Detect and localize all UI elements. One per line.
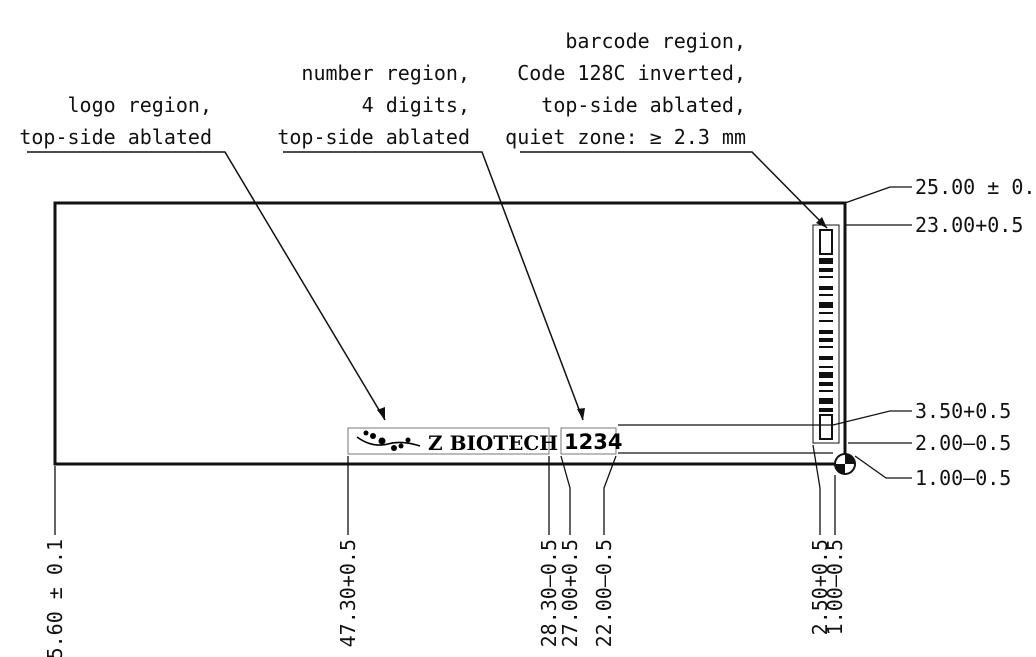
barcode-bar (819, 302, 833, 308)
barcode-bar (819, 398, 833, 404)
logo-callout-leader (27, 151, 386, 421)
barcode-callout-line: quiet zone: ≥ 2.3 mm (505, 125, 746, 149)
dimension-label: 1.00–0.5 (823, 539, 847, 635)
barcode-bar (819, 294, 833, 296)
barcode-bar (819, 286, 833, 290)
dimension-label: 27.00+0.5 (558, 539, 582, 647)
barcode-bar (819, 390, 833, 392)
barcode-bar (819, 346, 833, 348)
barcode-bar (819, 366, 833, 368)
barcode-bar (819, 330, 833, 334)
barcode-bar (819, 408, 833, 412)
number-callout-leader (283, 151, 584, 421)
barcode-callout-line: barcode region, (565, 29, 746, 53)
barcode-callout-leader (520, 151, 828, 229)
dimension-label: 22.00–0.5 (592, 539, 616, 647)
barcode-callout: barcode region, Code 128C inverted, top-… (505, 29, 746, 149)
dimension-label: 47.30+0.5 (336, 539, 360, 647)
callout-arrowheads (377, 217, 827, 420)
dimension-label: 1.00–0.5 (915, 466, 1011, 490)
dimension-label: 28.30–0.5 (537, 539, 561, 647)
number-callout-line: top-side ablated (277, 125, 470, 149)
barcode-bar (819, 258, 833, 264)
barcode-bar (819, 276, 833, 278)
logo-dots-icon (356, 430, 421, 451)
barcode-callout-line: top-side ablated, (541, 93, 746, 117)
dimension-label: 75.60 ± 0.1 (43, 539, 67, 657)
logo-callout: logo region, top-side ablated (19, 93, 212, 149)
logo-callout-line: logo region, (68, 93, 213, 117)
callout-leaders (27, 151, 828, 421)
barcode-callout-line: Code 128C inverted, (517, 61, 746, 85)
number-callout-line: number region, (301, 61, 470, 85)
logo-text: Z BIOTECH (428, 431, 558, 455)
dimension-label: 2.50+0.5 (808, 539, 832, 635)
number-callout: number region, 4 digits, top-side ablate… (277, 61, 470, 149)
bottom-dimensions: 75.60 ± 0.1 47.30+0.5 28.30–0.5 27.00+0.… (43, 539, 847, 657)
number-region: 1234 (560, 427, 622, 455)
number-text: 1234 (564, 430, 622, 454)
barcode-bars (819, 258, 833, 412)
barcode-bar (819, 356, 833, 360)
barcode-bar (819, 268, 833, 272)
dimension-label: 2.00–0.5 (915, 431, 1011, 455)
barcode-stop-block (819, 414, 833, 440)
bottom-dimension-leaders (54, 444, 836, 535)
barcode-start-block (819, 229, 833, 255)
logo-callout-line: top-side ablated (19, 125, 212, 149)
barcode-bar (819, 320, 833, 322)
dimension-label: 23.00+0.5 (915, 213, 1023, 237)
right-dimension-leaders (618, 186, 912, 479)
barcode-bar (819, 372, 833, 378)
barcode-bar (819, 382, 833, 386)
dimension-label: 25.00 ± 0.1 (915, 175, 1036, 199)
slide-outline (53, 201, 847, 466)
barcode-bar (819, 338, 833, 342)
dimension-label: 3.50+0.5 (915, 399, 1011, 423)
corner-reference-icon (834, 453, 856, 475)
right-dimensions: 25.00 ± 0.1 23.00+0.5 3.50+0.5 2.00–0.5 … (915, 175, 1036, 490)
number-region-box (560, 427, 617, 455)
barcode-region (812, 224, 840, 444)
number-callout-line: 4 digits, (362, 93, 470, 117)
logo-region: Z BIOTECH (347, 427, 558, 455)
barcode-bar (819, 312, 833, 314)
